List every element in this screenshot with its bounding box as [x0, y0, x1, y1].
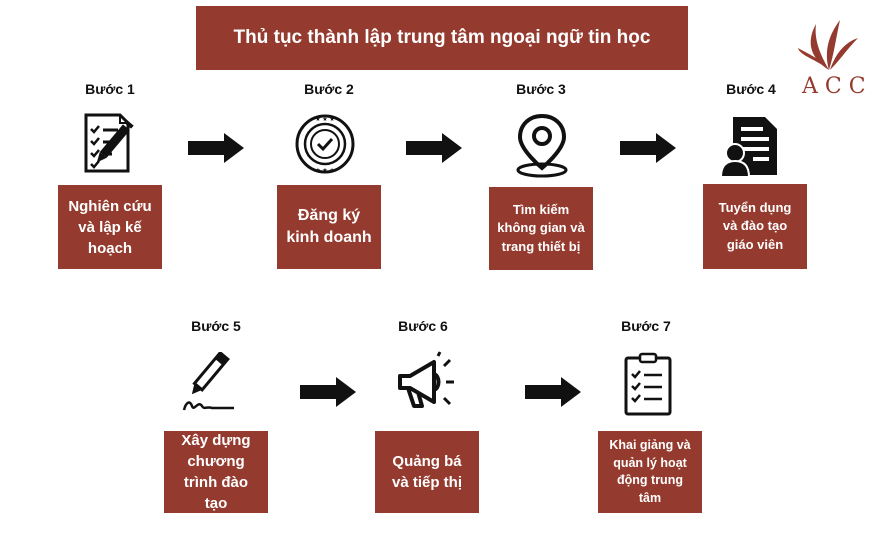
diagram-title: Thủ tục thành lập trung tâm ngoại ngữ ti…	[196, 6, 688, 70]
step-7-box: Khai giảng và quản lý hoạt động trung tâ…	[598, 431, 702, 513]
step-2-box: Đăng ký kinh doanh	[277, 185, 381, 269]
checklist-pen-icon	[84, 113, 134, 173]
step-6-label: Bước 6	[398, 318, 448, 334]
step-4-label: Bước 4	[726, 81, 776, 97]
step-2-label: Bước 2	[304, 81, 354, 97]
step-5-label: Bước 5	[191, 318, 241, 334]
step-4-box: Tuyển dụng và đào tạo giáo viên	[703, 184, 807, 269]
arrow-5-to-6	[300, 377, 356, 407]
arrow-3-to-4	[620, 133, 676, 163]
arrow-2-to-3	[406, 133, 462, 163]
step-6-box: Quảng bá và tiếp thị	[375, 431, 479, 513]
svg-text:★ ★ ★: ★ ★ ★	[315, 116, 334, 123]
location-pin-icon	[516, 113, 568, 178]
approval-badge-icon: ★ ★ ★ ★ ★ ★	[295, 114, 355, 174]
svg-text:★ ★ ★: ★ ★ ★	[315, 167, 334, 174]
step-1-label: Bước 1	[85, 81, 135, 97]
clipboard-checklist-icon	[624, 352, 672, 416]
step-1-box: Nghiên cứu và lập kế hoạch	[58, 185, 162, 269]
resume-icon	[719, 117, 777, 178]
acc-logo: ACC	[796, 8, 873, 102]
arrow-1-to-2	[188, 133, 244, 163]
logo-text: ACC	[802, 74, 873, 99]
step-7-label: Bước 7	[621, 318, 671, 334]
megaphone-icon	[398, 351, 454, 408]
arrow-6-to-7	[525, 377, 581, 407]
step-3-box: Tìm kiếm không gian và trang thiết bị	[489, 187, 593, 270]
pen-signature-icon	[182, 352, 234, 411]
step-3-label: Bước 3	[516, 81, 566, 97]
step-5-box: Xây dựng chương trình đào tạo	[164, 431, 268, 513]
flame-leaf-logo	[798, 20, 858, 70]
